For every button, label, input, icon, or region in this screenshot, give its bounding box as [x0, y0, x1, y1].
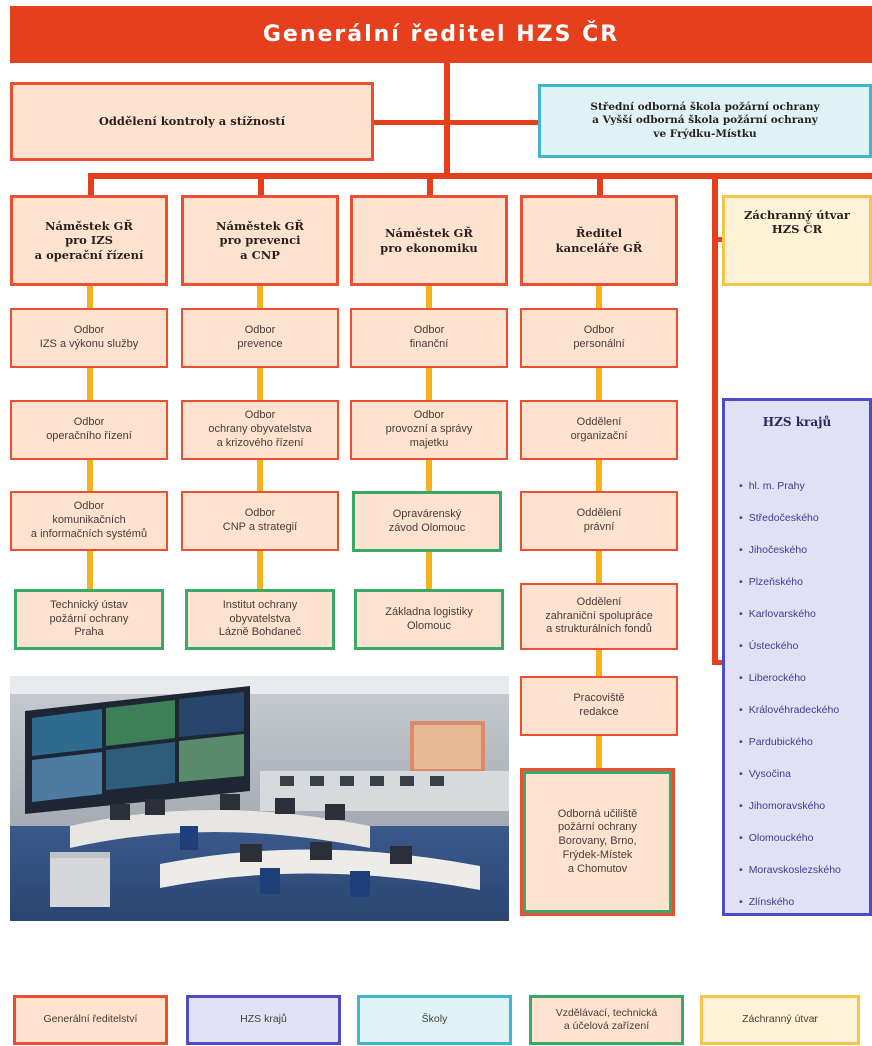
dept-communication-systems: Odbor komunikačních a informačních systé…: [10, 491, 168, 551]
director-office: Ředitel kanceláře GŘ: [520, 195, 678, 286]
deputy-prevention: Náměstek GŘ pro prevenci a CNP: [181, 195, 339, 286]
region-item: Plzeňského: [739, 575, 841, 607]
region-item: Karlovarského: [739, 607, 841, 639]
deputy-izs: Náměstek GŘ pro IZS a operační řízení: [10, 195, 168, 286]
region-item: Olomouckého: [739, 831, 841, 863]
deputy-drop-3: [427, 173, 433, 197]
dept-personnel: Odbor personální: [520, 308, 678, 368]
region-item: hl. m. Prahy: [739, 479, 841, 511]
legend-schools: Školy: [357, 995, 512, 1045]
region-item: Vysočina: [739, 767, 841, 799]
technical-institute-praha: Technický ústav požární ochrany Praha: [14, 589, 164, 650]
fire-school-frydek-mistek: Střední odborná škola požární ochrany a …: [538, 84, 872, 158]
operations-center-photo: [10, 676, 509, 921]
regions-connector: [712, 660, 722, 665]
right-vertical-line: [712, 173, 718, 665]
region-item: Královéhradeckého: [739, 703, 841, 735]
region-item: Jihomoravského: [739, 799, 841, 831]
control-complaints-department: Oddělení kontroly a stížností: [10, 82, 374, 161]
editorial-office: Pracoviště redakce: [520, 676, 678, 736]
top-branch-line: [374, 120, 538, 125]
dept-finance: Odbor finanční: [350, 308, 508, 368]
deputy-bus-line: [90, 173, 872, 179]
rescue-unit-box: Záchranný útvar HZS ČR: [722, 195, 872, 286]
dept-izs-service: Odbor IZS a výkonu služby: [10, 308, 168, 368]
legend-rescue-unit: Záchranný útvar: [700, 995, 860, 1045]
dept-operational-control: Odbor operačního řízení: [10, 400, 168, 460]
fire-training-schools: Odborná učiliště požární ochrany Borovan…: [520, 768, 675, 916]
region-item: Středočeského: [739, 511, 841, 543]
institute-lazne-bohdanec: Institut ochrany obyvatelstva Lázně Bohd…: [185, 589, 335, 650]
deputy-drop-4: [597, 173, 603, 197]
region-item: Ústeckého: [739, 639, 841, 671]
dept-prevention: Odbor prevence: [181, 308, 339, 368]
region-item: Zlínského: [739, 895, 841, 927]
dept-international-cooperation: Oddělení zahraniční spolupráce a struktu…: [520, 583, 678, 650]
logistics-base-olomouc: Základna logistiky Olomouc: [354, 589, 504, 650]
region-item: Moravskoslezského: [739, 863, 841, 895]
trunk-line: [444, 62, 450, 175]
dept-civil-protection: Odbor ochrany obyvatelstva a krizového ř…: [181, 400, 339, 460]
legend-educational-facilities: Vzdělávací, technická a účelová zařízení: [529, 995, 684, 1045]
header-director-general: Generální ředitel HZS ČR: [10, 6, 872, 63]
deputy-drop-2: [258, 173, 264, 197]
legend-general-directorate: Generální ředitelství: [13, 995, 168, 1045]
dept-property-management: Odbor provozní a správy majetku: [350, 400, 508, 460]
regions-box: HZS krajů hl. m. Prahy Středočeského Jih…: [722, 398, 872, 916]
region-item: Jihočeského: [739, 543, 841, 575]
repair-plant-olomouc: Opravárenský závod Olomouc: [352, 491, 502, 552]
legend-regional-hzs: HZS krajů: [186, 995, 341, 1045]
regions-title: HZS krajů: [762, 415, 832, 429]
dept-legal: Oddělení právní: [520, 491, 678, 551]
region-item: Pardubického: [739, 735, 841, 767]
deputy-drop-1: [88, 173, 94, 197]
region-item: Liberockého: [739, 671, 841, 703]
deputy-economics: Náměstek GŘ pro ekonomiku: [350, 195, 508, 286]
dept-organization: Oddělení organizační: [520, 400, 678, 460]
rescue-unit-connector: [712, 237, 722, 242]
regions-list: hl. m. Prahy Středočeského Jihočeského P…: [739, 479, 841, 927]
dept-cnp-strategies: Odbor CNP a strategií: [181, 491, 339, 551]
